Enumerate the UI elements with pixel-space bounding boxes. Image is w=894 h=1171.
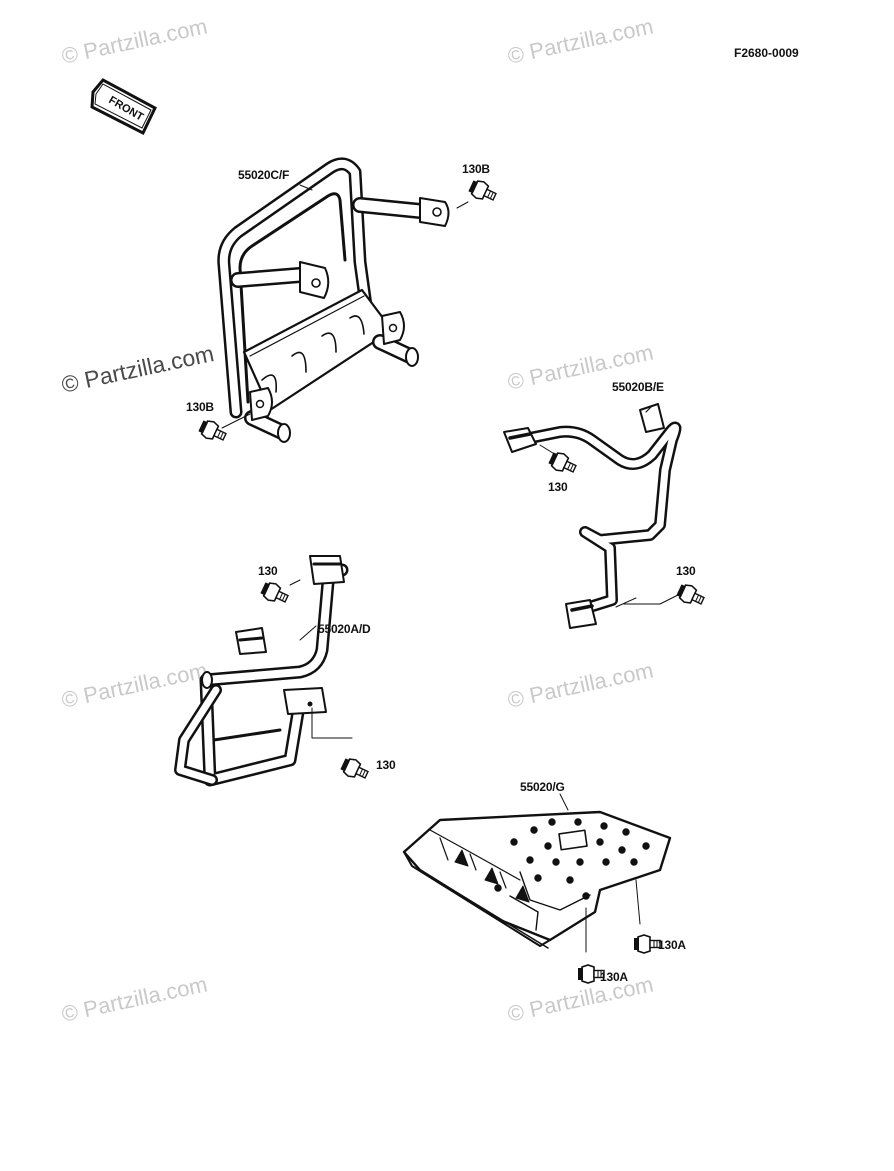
part-label-front-guard: 55020C/F <box>238 168 290 182</box>
part-label-bolt: 130 <box>376 758 396 772</box>
rear-left-guard <box>174 555 353 787</box>
front-guard <box>217 157 469 443</box>
front-arrow-icon: FRONT <box>90 78 157 136</box>
bolt-icon <box>196 416 230 446</box>
part-label-rear-right-guard: 55020B/E <box>612 380 664 394</box>
part-label-bolt: 130B <box>462 162 490 176</box>
bolt-icon <box>546 448 580 478</box>
skid-plate <box>402 793 672 953</box>
part-label-bolt: 130 <box>676 564 696 578</box>
part-label-bolt: 130 <box>548 480 568 494</box>
bolt-icon <box>633 934 661 954</box>
bolt-icon <box>338 754 372 784</box>
part-label-skid-plate: 55020/G <box>520 780 565 794</box>
part-label-bolt: 130A <box>600 970 628 984</box>
bolt-icon <box>466 176 500 206</box>
part-label-rear-left-guard: 55020A/D <box>318 622 371 636</box>
part-label-bolt: 130A <box>658 938 686 952</box>
figure-id: F2680-0009 <box>734 46 799 60</box>
rear-right-guard <box>503 403 682 629</box>
bolt-icon <box>674 580 708 610</box>
part-label-bolt: 130B <box>186 400 214 414</box>
bolt-icon <box>258 578 292 608</box>
part-label-bolt: 130 <box>258 564 278 578</box>
